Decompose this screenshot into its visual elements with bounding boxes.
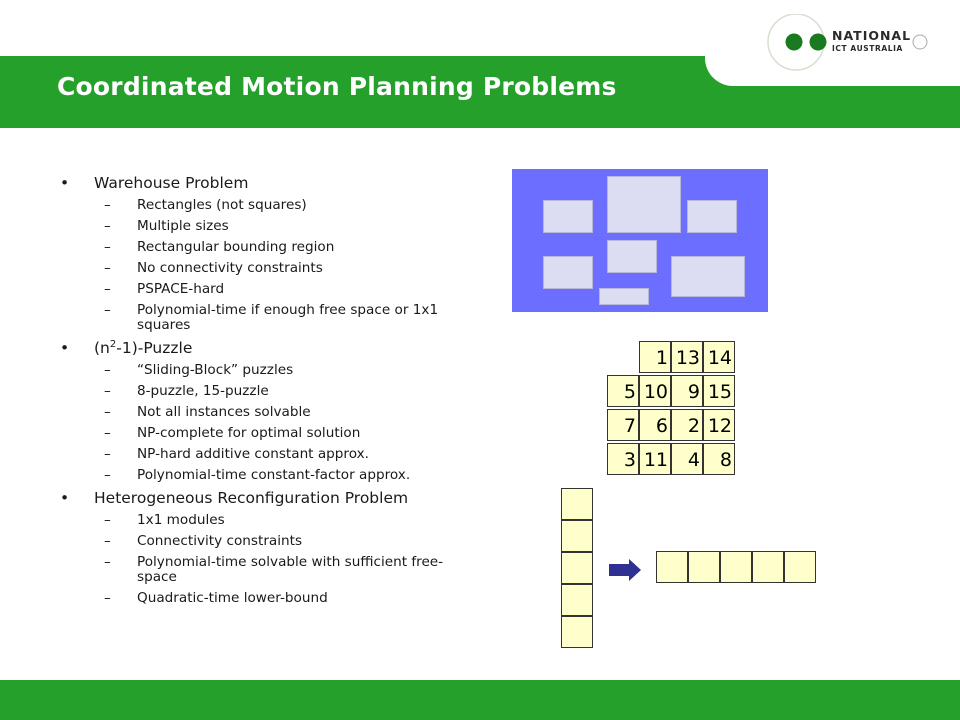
bullet-reconfiguration: • Heterogeneous Reconfiguration Problem (60, 489, 470, 507)
puzzle-tile: 12 (703, 409, 735, 441)
sub-item: –Rectangles (not squares) (104, 197, 307, 213)
module-block (561, 552, 593, 584)
puzzle-tile: 11 (639, 443, 671, 475)
bullet-puzzle: •(n2-1)-Puzzle (60, 339, 193, 358)
sub-item: –Quadratic-time lower-bound (104, 590, 328, 607)
sub-item-text: Not all instances solvable (137, 404, 311, 421)
puzzle-tile: 8 (703, 443, 735, 475)
sub-item: –Connectivity constraints (104, 533, 303, 550)
sub-item-text: 1x1 modules (137, 512, 225, 529)
bullet-dot-icon: • (60, 174, 70, 192)
module-block (752, 551, 784, 583)
puzzle-tile: 4 (671, 443, 703, 475)
bullet-warehouse: • Warehouse Problem (60, 174, 470, 192)
puzzle-tile: 14 (703, 341, 735, 373)
puzzle-tile: 6 (639, 409, 671, 441)
sub-item: –1x1 modules (104, 512, 225, 529)
module-block (561, 520, 593, 552)
module-block (561, 488, 593, 520)
module-block (561, 584, 593, 616)
sub-item: –Rectangular bounding region (104, 239, 335, 255)
puzzle-tile: 3 (607, 443, 639, 475)
sub-item: –Not all instances solvable (104, 404, 311, 421)
sub-item-text: No connectivity constraints (137, 260, 323, 276)
sub-item-text: Polynomial-time if enough free space or … (137, 302, 439, 333)
sub-item: –PSPACE-hard (104, 281, 225, 297)
sub-item-text: “Sliding-Block” puzzles (137, 362, 294, 379)
sub-item: –Multiple sizes (104, 218, 229, 234)
puzzle-empty-cell (607, 341, 639, 373)
sub-item-text: PSPACE-hard (137, 281, 225, 297)
sub-item-text: Polynomial-time constant-factor approx. (137, 467, 411, 484)
sub-item-text: Polynomial-time solvable with sufficient… (137, 554, 444, 586)
warehouse-diagram (512, 169, 768, 312)
sub-item: –8-puzzle, 15-puzzle (104, 383, 269, 400)
sub-item: –Polynomial-time if enough free space or… (104, 302, 439, 333)
sub-item-text: Multiple sizes (137, 218, 229, 234)
puzzle-tile: 10 (639, 375, 671, 407)
sub-item: –Polynomial-time constant-factor approx. (104, 467, 411, 484)
sub-item: –Polynomial-time solvable with sufficien… (104, 554, 444, 586)
sub-item-text: NP-hard additive constant approx. (137, 446, 369, 463)
bullet-label: Heterogeneous Reconfiguration Problem (94, 489, 409, 508)
bullet-label: Warehouse Problem (94, 174, 249, 192)
module-block (720, 551, 752, 583)
warehouse-rectangle (599, 288, 649, 305)
bullet-dot-icon: • (60, 339, 70, 357)
sub-item-text: Quadratic-time lower-bound (137, 590, 328, 607)
logo-line1: NATIONAL (832, 28, 912, 43)
sub-item-text: Rectangular bounding region (137, 239, 335, 255)
logo-line2: ICT AUSTRALIA (832, 44, 903, 53)
sub-item: –NP-complete for optimal solution (104, 425, 361, 442)
logo-circles-icon (767, 13, 928, 71)
warehouse-rectangle (543, 200, 593, 233)
footer-band (0, 680, 960, 720)
logo-text: NATIONAL ICT AUSTRALIA (832, 28, 911, 53)
sub-item: –NP-hard additive constant approx. (104, 446, 369, 463)
puzzle-tile: 5 (607, 375, 639, 407)
warehouse-rectangle (671, 256, 745, 297)
sub-item-text: 8-puzzle, 15-puzzle (137, 383, 269, 400)
module-block (561, 616, 593, 648)
sub-item: –No connectivity constraints (104, 260, 323, 276)
puzzle-tile: 1 (639, 341, 671, 373)
warehouse-rectangle (607, 176, 681, 233)
sub-item-text: NP-complete for optimal solution (137, 425, 361, 442)
sub-item-text: Rectangles (not squares) (137, 197, 307, 213)
warehouse-rectangle (687, 200, 737, 233)
right-arrow-icon (609, 559, 641, 585)
puzzle-tile: 7 (607, 409, 639, 441)
bullet-list: • Warehouse Problem –Rectangles (not squa… (60, 172, 470, 612)
puzzle-tile: 15 (703, 375, 735, 407)
module-block (784, 551, 816, 583)
sub-item: –“Sliding-Block” puzzles (104, 362, 294, 379)
puzzle-tile: 9 (671, 375, 703, 407)
sub-item-text: Connectivity constraints (137, 533, 303, 550)
puzzle-tile: 13 (671, 341, 703, 373)
module-block (656, 551, 688, 583)
puzzle-tile: 2 (671, 409, 703, 441)
warehouse-rectangle (543, 256, 593, 289)
module-block (688, 551, 720, 583)
nicta-logo (762, 13, 932, 74)
warehouse-rectangle (607, 240, 657, 273)
slide-title: Coordinated Motion Planning Problems (57, 72, 617, 101)
bullet-dot-icon: • (60, 489, 70, 508)
